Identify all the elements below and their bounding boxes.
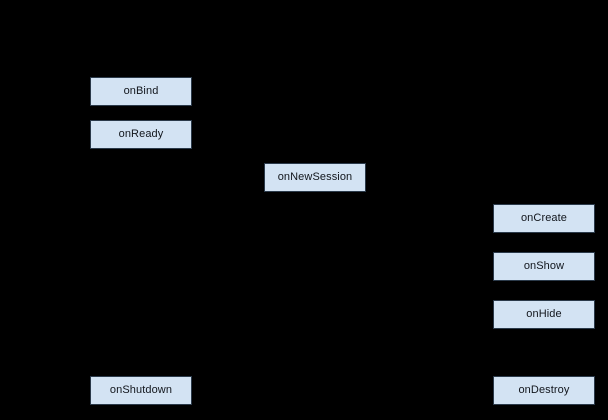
node-label-on-bind: onBind <box>123 85 159 97</box>
node-on-bind[interactable]: onBind <box>90 77 192 106</box>
node-label-on-new-session: onNewSession <box>277 171 353 183</box>
node-on-shutdown[interactable]: onShutdown <box>90 376 192 405</box>
node-on-destroy[interactable]: onDestroy <box>493 376 595 405</box>
node-label-on-destroy: onDestroy <box>518 384 570 396</box>
node-label-on-create: onCreate <box>520 212 568 224</box>
node-label-on-hide: onHide <box>526 308 562 320</box>
node-on-create[interactable]: onCreate <box>493 204 595 233</box>
node-on-hide[interactable]: onHide <box>493 300 595 329</box>
node-label-on-ready: onReady <box>118 128 164 140</box>
node-on-ready[interactable]: onReady <box>90 120 192 149</box>
node-label-on-show: onShow <box>523 260 565 272</box>
node-label-on-shutdown: onShutdown <box>109 384 173 396</box>
node-on-new-session[interactable]: onNewSession <box>264 163 366 192</box>
node-on-show[interactable]: onShow <box>493 252 595 281</box>
